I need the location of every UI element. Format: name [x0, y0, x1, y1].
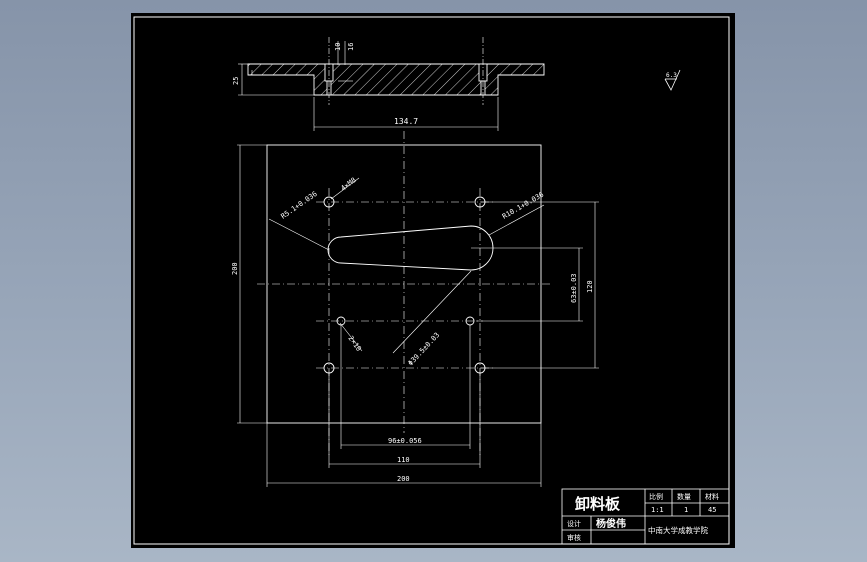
- material-value: 45: [708, 506, 716, 514]
- cad-drawing: 10 16 25 134.7 6.3: [133, 16, 730, 545]
- reviewer-label: 审核: [567, 533, 581, 542]
- title-block: [561, 488, 730, 545]
- section-view: [238, 37, 545, 131]
- surface-finish-symbol: [664, 69, 681, 91]
- dim-section-top-1: 10: [334, 43, 342, 51]
- dim-section-width: 134.7: [394, 117, 418, 126]
- surface-finish-value: 6.3: [666, 72, 677, 79]
- label-2x10: 2×10: [346, 334, 362, 352]
- dim-overall-height: 200: [231, 262, 239, 275]
- designer-label: 设计: [567, 519, 581, 528]
- header-material: 材料: [705, 492, 719, 501]
- label-r5: R5.1+0.036: [280, 190, 319, 221]
- drawing-viewport[interactable]: 10 16 25 134.7 6.3: [131, 13, 735, 548]
- dim-hole-spacing: 96±0.056: [388, 437, 422, 445]
- designer-name: 杨俊伟: [596, 517, 626, 530]
- qty-value: 1: [684, 506, 688, 514]
- header-scale: 比例: [649, 492, 663, 501]
- label-phi: Φ39.5±0.03: [407, 331, 442, 367]
- label-4xm8: 4×M8: [339, 176, 357, 193]
- dim-right-spacing-tol: 63±0.03: [570, 273, 578, 303]
- dim-inner-width: 110: [397, 456, 410, 464]
- header-qty: 数量: [677, 492, 691, 501]
- dim-overall-width: 200: [397, 475, 410, 483]
- dim-right-spacing: 120: [586, 280, 594, 293]
- dim-section-height: 25: [232, 77, 240, 85]
- part-name: 卸料板: [575, 495, 621, 513]
- plan-view: [237, 131, 599, 487]
- scale-value: 1:1: [651, 506, 664, 514]
- dim-section-top-2: 16: [347, 43, 355, 51]
- drawing-frame: [133, 16, 730, 545]
- school-name: 中南大学成教学院: [648, 525, 708, 535]
